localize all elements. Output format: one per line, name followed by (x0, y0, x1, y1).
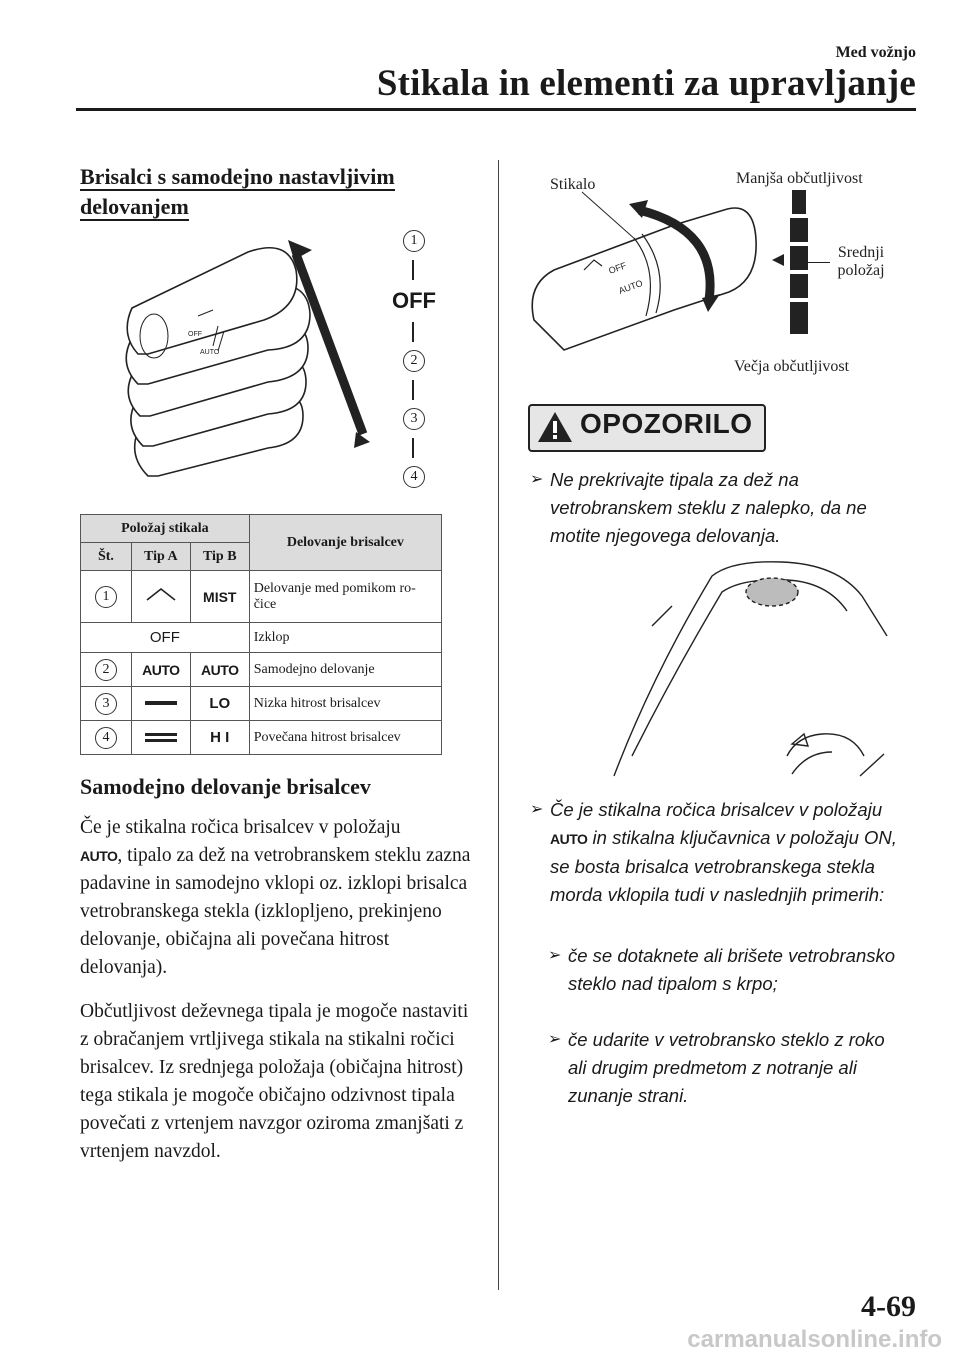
paragraph-sensitivity: Občutljivost deževnega tipala je mogoče … (80, 1001, 469, 1162)
label-less-sensitivity: Manjša občutljivost (736, 170, 863, 187)
position-connector (412, 438, 414, 458)
leader-line (808, 262, 830, 263)
wiper-positions-table: Položaj stikala Delovanje brisalcev Št. … (80, 514, 443, 755)
label-more-sensitivity: Večja občutljivost (734, 358, 850, 375)
warning-bullet-1: ➢ Ne prekrivajte tipala za dež na vetrob… (530, 466, 900, 550)
low-speed-icon (144, 701, 177, 706)
bullet-arrow-icon: ➢ (548, 1031, 562, 1048)
wiper-stalk-positions-illustration: OFF AUTO (125, 240, 370, 477)
table-header-no: Št. (80, 542, 132, 571)
warning-label: OPOZORILO (580, 408, 753, 439)
warning-bullet-2: ➢ Če je stikalna ročica brisalcev v polo… (530, 796, 910, 909)
sensitivity-switch-illustration: OFF AUTO (531, 191, 757, 351)
position-connector (412, 380, 414, 400)
table-header-operation: Delovanje brisalcev (248, 514, 443, 571)
svg-text:AUTO: AUTO (200, 349, 220, 356)
label-switch: Stikalo (550, 176, 596, 193)
column-divider (498, 160, 499, 1290)
windshield-sensor-illustration (613, 561, 888, 777)
section-title: Brisalci s samodejno nastavljivim delova… (80, 164, 395, 221)
header-rule (76, 108, 916, 111)
paragraph-auto: Če je stikalna ročica brisalcev v položa… (80, 817, 471, 978)
sensitivity-scale (772, 190, 808, 334)
table-header-tip-a: Tip A (130, 542, 191, 571)
header-section: Med vožnjo (835, 44, 916, 61)
table-row: 1 MIST Delovanje med pomikom ro-čice (80, 570, 443, 623)
table-row: 4 H I Povečana hitrost brisalcev (80, 720, 443, 755)
high-speed-icon (144, 732, 177, 742)
mist-lever-icon (146, 587, 176, 601)
bullet-arrow-icon: ➢ (530, 801, 544, 818)
position-label-1: 1 (396, 230, 432, 252)
position-connector (412, 260, 414, 280)
auto-icon: AUTO (80, 848, 118, 864)
table-row: 3 LO Nizka hitrost brisalcev (80, 686, 443, 721)
position-label-4: 4 (396, 466, 432, 488)
svg-text:OFF: OFF (188, 331, 202, 338)
table-header-position: Položaj stikala (80, 514, 250, 543)
warning-icon (538, 412, 572, 442)
table-row: OFF Izklop (80, 622, 443, 653)
subheading: Samodejno delovanje brisalcev (80, 774, 371, 799)
warning-box (528, 404, 766, 452)
page-number: 4-69 (861, 1290, 916, 1323)
warning-subbullet-1: ➢ če se dotaknete ali brišete vetrobrans… (548, 942, 898, 998)
table-row: 2 AUTO AUTO Samodejno delovanje (80, 652, 443, 687)
bullet-arrow-icon: ➢ (530, 471, 544, 488)
auto-icon: AUTO (550, 831, 588, 847)
page-title: Stikala in elementi za upravljanje (376, 63, 916, 104)
watermark: carmanualsonline.info (687, 1326, 942, 1353)
warning-subbullet-2: ➢ če udarite v vetrobransko steklo z rok… (548, 1026, 908, 1110)
table-header-tip-b: Tip B (189, 542, 250, 571)
position-label-off: OFF (392, 288, 436, 313)
position-label-3: 3 (396, 408, 432, 430)
bullet-arrow-icon: ➢ (548, 947, 562, 964)
position-connector (412, 322, 414, 342)
position-label-2: 2 (396, 350, 432, 372)
